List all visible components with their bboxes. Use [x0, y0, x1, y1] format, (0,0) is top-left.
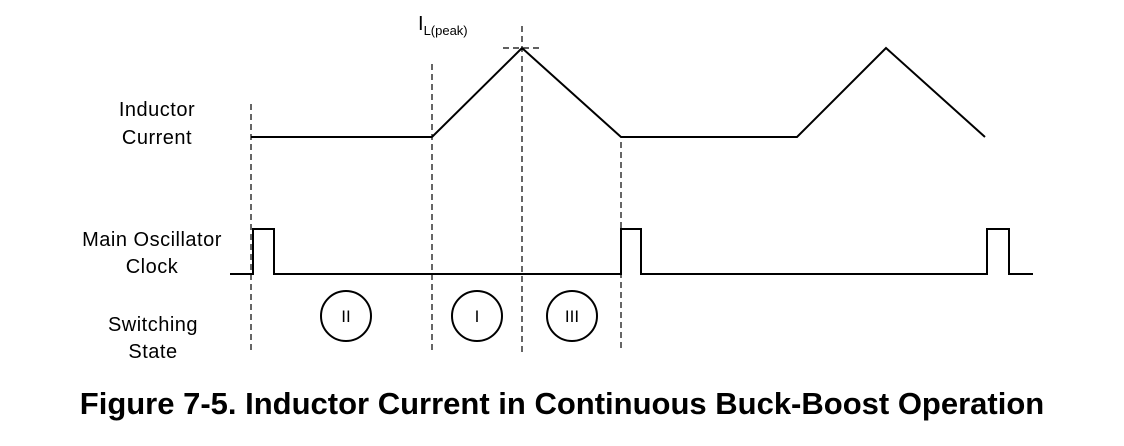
- oscillator-clock-label-line1: Main Oscillator: [82, 229, 222, 251]
- state-circle-iii: III: [546, 290, 598, 342]
- state-circle-i: I: [451, 290, 503, 342]
- state-circle-ii-ring: [320, 290, 372, 342]
- state-ii-text: II: [341, 307, 350, 326]
- switching-state-label-line2: State: [128, 341, 177, 363]
- peak-label-main: I: [418, 13, 424, 35]
- peak-current-label: IL(peak): [418, 13, 468, 38]
- inductor-current-label-line1: Inductor: [119, 99, 195, 121]
- state-circle-ii: II: [320, 290, 372, 342]
- state-circle-i-ring: [451, 290, 503, 342]
- state-i-text: I: [475, 307, 480, 326]
- state-circle-iii-ring: [546, 290, 598, 342]
- inductor-current-waveform: [251, 46, 986, 138]
- figure-caption: Figure 7-5. Inductor Current in Continuo…: [79, 386, 1045, 421]
- state-iii-text: III: [565, 307, 579, 326]
- switching-state-label-line1: Switching: [108, 314, 198, 336]
- peak-label-subscript: L(peak): [424, 23, 468, 38]
- oscillator-clock-waveform: [230, 228, 1033, 275]
- oscillator-clock-label-line2: Clock: [126, 256, 179, 278]
- inductor-current-label-line2: Current: [122, 127, 192, 149]
- timing-diagram: Inductor Current Main Oscillator Clock S…: [82, 13, 1033, 363]
